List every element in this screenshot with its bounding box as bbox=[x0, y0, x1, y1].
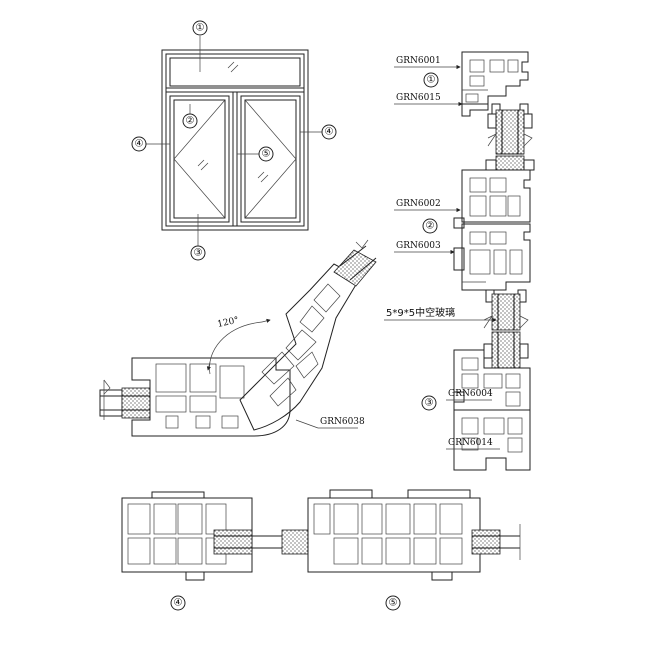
svg-text:②: ② bbox=[426, 221, 435, 232]
vertical-section: GRN6001 GRN6015 GRN6002 GRN6003 5*9*5中空玻… bbox=[384, 51, 535, 471]
elevation-marker-4-right: ④ bbox=[321, 124, 337, 140]
bottom-marker-5: ⑤ bbox=[385, 595, 401, 611]
label-angle: 120° bbox=[217, 316, 240, 330]
section-marker-3: ③ bbox=[421, 395, 437, 411]
profile-grn6003 bbox=[453, 223, 531, 291]
svg-text:③: ③ bbox=[425, 398, 434, 409]
label-glass-note: 5*9*5中空玻璃 bbox=[386, 306, 455, 319]
elevation-marker-5: ⑤ bbox=[258, 146, 274, 162]
label-grn6003: GRN6003 bbox=[396, 241, 441, 251]
section-marker-1: ① bbox=[423, 72, 439, 88]
label-grn6038: GRN6038 bbox=[320, 417, 365, 427]
svg-text:③: ③ bbox=[194, 248, 203, 259]
label-grn6002: GRN6002 bbox=[396, 199, 441, 209]
label-grn6004: GRN6004 bbox=[448, 389, 493, 399]
corner-diagonal-frame bbox=[239, 263, 361, 431]
svg-text:①: ① bbox=[196, 23, 205, 34]
label-grn6014: GRN6014 bbox=[448, 438, 493, 448]
profile-grn6002 bbox=[453, 169, 531, 229]
svg-text:⑤: ⑤ bbox=[262, 149, 271, 160]
lower-glazing bbox=[483, 331, 529, 369]
svg-text:②: ② bbox=[186, 116, 195, 127]
elevation-marker-3: ③ bbox=[190, 245, 206, 261]
corner-section: 120° GRN6038 bbox=[99, 239, 377, 437]
corner-left-glazing bbox=[99, 379, 151, 420]
svg-text:①: ① bbox=[427, 75, 436, 86]
svg-text:⑤: ⑤ bbox=[389, 598, 398, 609]
label-grn6001: GRN6001 bbox=[396, 56, 441, 66]
bottom-marker-4: ④ bbox=[170, 595, 186, 611]
elevation-marker-2: ② bbox=[182, 113, 198, 129]
elevation-marker-4-left: ④ bbox=[131, 136, 147, 152]
corner-horizontal-frame bbox=[131, 357, 291, 437]
bottom-section-4: ④ bbox=[121, 491, 309, 611]
upper-glazing bbox=[487, 103, 533, 155]
corner-diagonal-glazing bbox=[333, 239, 377, 287]
profile-grn6014 bbox=[453, 409, 531, 471]
elevation-marker-1: ① bbox=[192, 20, 208, 36]
svg-text:④: ④ bbox=[135, 139, 144, 150]
profile-grn6015 bbox=[461, 93, 489, 117]
window-elevation: ① ② ③ ④ ④ ⑤ bbox=[131, 20, 337, 261]
section-marker-2: ② bbox=[422, 218, 438, 234]
bottom-section-5: ⑤ bbox=[307, 489, 521, 611]
middle-glazing bbox=[483, 289, 529, 331]
label-grn6015: GRN6015 bbox=[396, 93, 441, 103]
svg-text:④: ④ bbox=[174, 598, 183, 609]
profile-grn6001 bbox=[461, 51, 529, 105]
svg-text:④: ④ bbox=[325, 127, 334, 138]
transom-glazing-bottom bbox=[485, 155, 535, 171]
